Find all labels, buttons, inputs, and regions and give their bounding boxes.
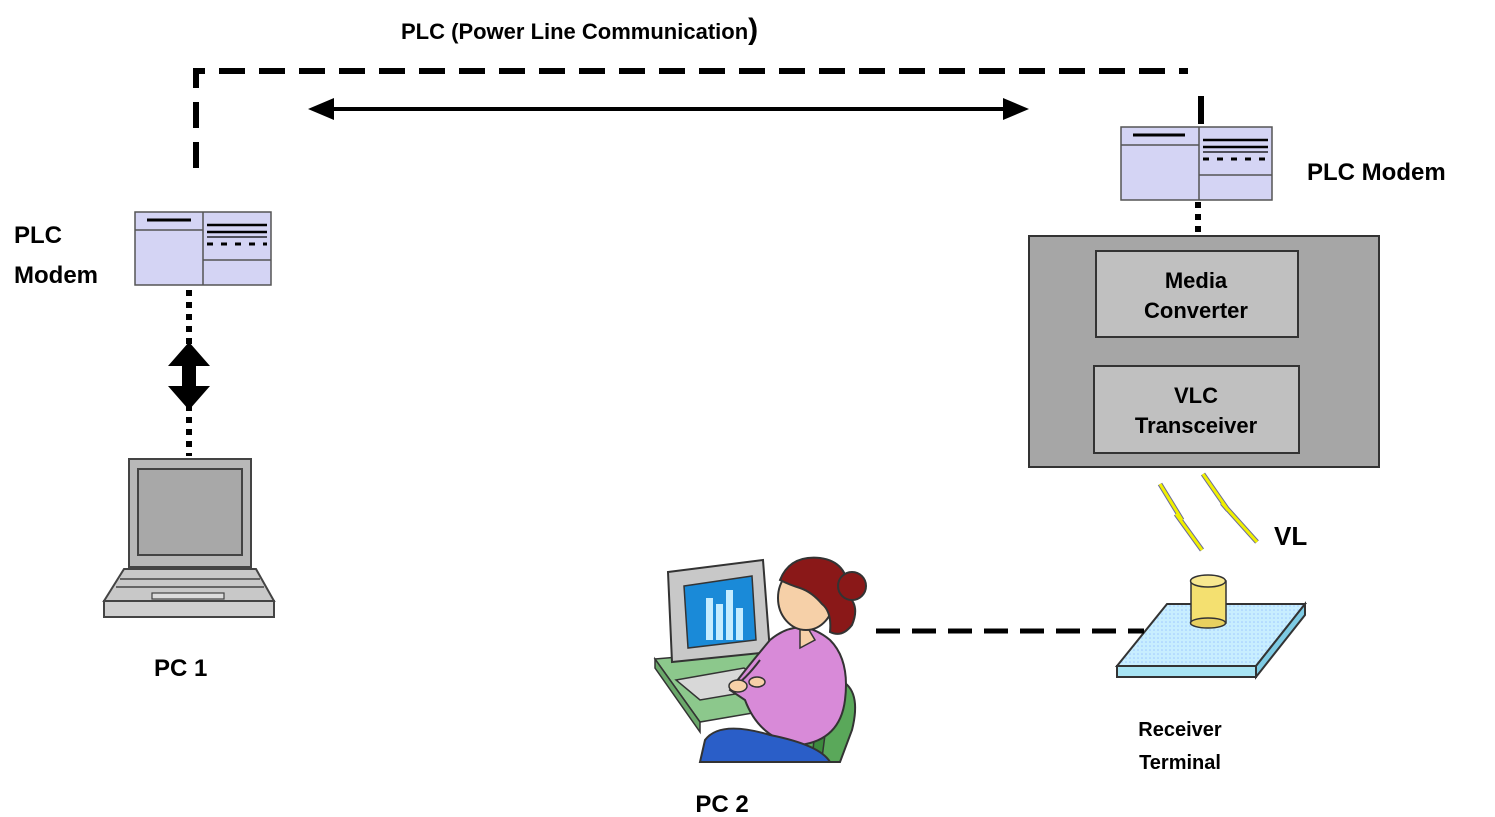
vlc-line2: Transceiver [1135, 413, 1258, 438]
receiver-label-line2: Terminal [1139, 752, 1221, 774]
user-at-computer-icon [653, 556, 867, 763]
bidirectional-arrow [308, 98, 1029, 120]
vl-label: VL [1274, 521, 1307, 551]
vlc-line1: VLC [1174, 383, 1218, 408]
right-modem-label: PLC Modem [1307, 159, 1446, 186]
vlc-transceiver-box [1093, 365, 1300, 454]
left-modem-label-line2: Modem [14, 262, 98, 289]
modem-to-pc1-link [168, 290, 210, 456]
media-converter-line2: Converter [1144, 298, 1248, 323]
lightning-icon [1157, 472, 1259, 552]
plc-modem-icon [1120, 126, 1273, 201]
receiver-terminal-icon [1114, 574, 1308, 680]
plc-power-line [193, 68, 1204, 168]
receiver-label-line1: Receiver [1138, 719, 1222, 741]
pc1-label: PC 1 [154, 655, 207, 682]
pc2-label: PC 2 [695, 791, 748, 817]
laptop-icon [102, 458, 276, 618]
media-converter-line1: Media [1165, 268, 1228, 293]
left-modem-label-line1: PLC [14, 222, 62, 249]
plc-modem-icon [134, 211, 272, 286]
vlc-transmitter-box [1028, 235, 1380, 468]
plc-title: PLC (Power Line Communication) [401, 13, 758, 46]
media-converter-box [1095, 250, 1299, 338]
